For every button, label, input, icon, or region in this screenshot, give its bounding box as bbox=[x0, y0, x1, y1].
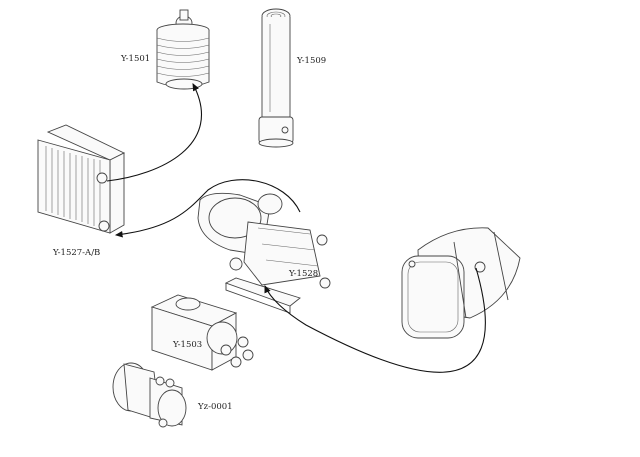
cylinder-drawing bbox=[258, 8, 294, 148]
label-valve-block: Y-1503 bbox=[172, 340, 202, 350]
label-cylinder: Y-1509 bbox=[296, 56, 326, 66]
label-pump-motor: Y-1528 bbox=[288, 269, 318, 279]
flow-line-cooler-to-accumulator bbox=[106, 83, 202, 182]
accumulator-drawing bbox=[156, 9, 210, 90]
label-electric-motor: Yz-0001 bbox=[197, 402, 233, 412]
label-accumulator: Y-1501 bbox=[120, 54, 150, 64]
label-oil-cooler: Y-1527-A/B bbox=[52, 248, 100, 258]
valve-block-drawing bbox=[150, 294, 254, 371]
pump-motor-drawing bbox=[197, 192, 331, 314]
electric-motor-drawing bbox=[112, 362, 187, 428]
oil-tank-drawing bbox=[401, 227, 521, 339]
flow-line-pump-to-cooler bbox=[114, 179, 301, 238]
oil-cooler-drawing bbox=[37, 124, 126, 234]
flow-line-tank-to-pump bbox=[264, 267, 486, 373]
